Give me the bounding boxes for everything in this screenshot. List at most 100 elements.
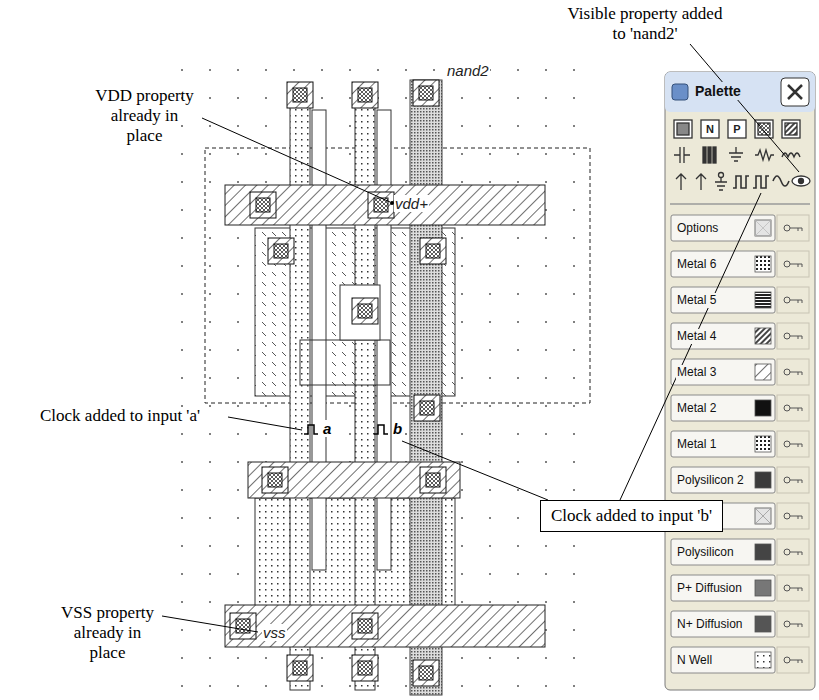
tool-icons <box>755 150 774 160</box>
leader-line <box>202 118 390 202</box>
layer-button-frame <box>671 215 809 673</box>
layout-grid <box>170 55 600 700</box>
node-text: Metal 4 <box>676 329 717 344</box>
layer-swatch <box>755 616 771 632</box>
layer-button: Options <box>671 215 775 241</box>
contact <box>268 238 294 264</box>
layer-button-frame <box>671 431 809 457</box>
layer-swatch <box>755 436 771 452</box>
node-text: Metal 3 <box>676 365 717 380</box>
layer-button: P+ Diffusion <box>671 575 775 601</box>
layer-button: N Well <box>671 647 775 673</box>
contact <box>420 467 446 493</box>
tool-icons <box>670 120 810 204</box>
layer-button: Metal 3 <box>671 359 775 385</box>
tool-icons <box>701 120 719 138</box>
metal2-strip <box>410 80 442 695</box>
layer-button: Metal 6 <box>671 251 775 277</box>
nwell-outline <box>205 148 590 403</box>
vdd-rail <box>225 185 545 225</box>
vss-rail <box>225 605 545 647</box>
gate-region <box>340 285 380 340</box>
tool-icons <box>670 203 810 204</box>
tool-icons <box>728 120 746 138</box>
layer-button: Metal 1 <box>671 431 775 457</box>
tool-icons <box>708 147 711 163</box>
contact <box>413 80 439 106</box>
layout-grid <box>170 55 600 700</box>
layer-button-frame <box>671 359 809 385</box>
layer-button: Metal 5 <box>671 287 775 313</box>
layer-button-frame <box>671 395 809 421</box>
tool-icons <box>753 176 769 188</box>
layer-swatch <box>755 508 771 524</box>
node-text: Polysilicon 2 <box>676 473 745 488</box>
layer-button: Polysilicon <box>671 539 775 565</box>
layer-swatch <box>755 544 771 560</box>
tool-icons <box>755 120 773 138</box>
contact <box>287 82 313 108</box>
contact <box>414 395 440 421</box>
layer-swatch <box>755 652 771 668</box>
layer-button-frame <box>671 539 809 565</box>
layer-button-frame <box>671 575 809 601</box>
layer-button: N+ Diffusion <box>671 611 775 637</box>
layer-button: Polysilicon 2 <box>671 467 775 493</box>
tool-icons <box>792 176 810 186</box>
palette-frame <box>665 72 815 112</box>
node-text: P+ Diffusion <box>676 581 743 596</box>
layer-button: Metal 2 <box>671 395 775 421</box>
close-button <box>781 78 809 106</box>
node-text: Metal 5 <box>676 293 717 308</box>
property-label: vss <box>262 624 287 641</box>
contact <box>413 660 439 686</box>
layer-swatch <box>755 508 771 524</box>
contact <box>352 655 378 681</box>
contact <box>250 192 276 218</box>
leader-line <box>690 44 799 172</box>
metal-strip <box>290 95 310 690</box>
layer-button: Metal 4 <box>671 323 775 349</box>
window-icon <box>672 84 688 100</box>
node-text: Polysilicon <box>676 545 735 560</box>
icon-letter: P <box>728 120 746 138</box>
layer-swatch <box>755 220 771 236</box>
cell-name: nand2 <box>446 62 490 79</box>
tool-icons <box>713 147 716 163</box>
tool-icons <box>674 120 692 138</box>
contact <box>262 467 288 493</box>
pin-name: b <box>392 420 403 437</box>
tool-icons <box>733 176 749 188</box>
metal-bar <box>248 462 460 498</box>
leader-line <box>162 44 799 632</box>
cell-layout <box>205 80 590 695</box>
callout-text: VSS property already in place <box>55 603 160 663</box>
clock-symbol <box>304 425 318 434</box>
contact <box>352 82 378 108</box>
tool-icons <box>703 147 706 163</box>
tool-icons <box>729 147 743 161</box>
contact <box>287 655 313 681</box>
layer-button-frame <box>671 647 809 673</box>
palette-window: PaletteOptionsMetal 6Metal 5Metal 4Metal… <box>665 72 815 690</box>
tool-icons <box>696 174 706 190</box>
tool-icons <box>719 173 724 178</box>
layer-swatch <box>755 292 771 308</box>
layer-button-frame <box>671 611 809 637</box>
leader-line <box>162 616 258 632</box>
tool-icons <box>785 123 797 135</box>
layer-swatch <box>755 220 771 668</box>
layer-swatch <box>755 400 771 416</box>
layer-button-frame <box>671 323 809 349</box>
pin-name: a <box>322 420 332 437</box>
metal-strip <box>355 95 375 690</box>
node-text: Clock added to input 'b' <box>551 506 712 526</box>
tool-icons <box>773 176 789 186</box>
property-label: vdd+ <box>394 195 429 212</box>
gate-region <box>300 340 390 385</box>
node-text: Metal 6 <box>676 257 717 272</box>
contact <box>352 613 378 639</box>
tool-icons <box>677 123 689 135</box>
contact <box>230 613 256 639</box>
